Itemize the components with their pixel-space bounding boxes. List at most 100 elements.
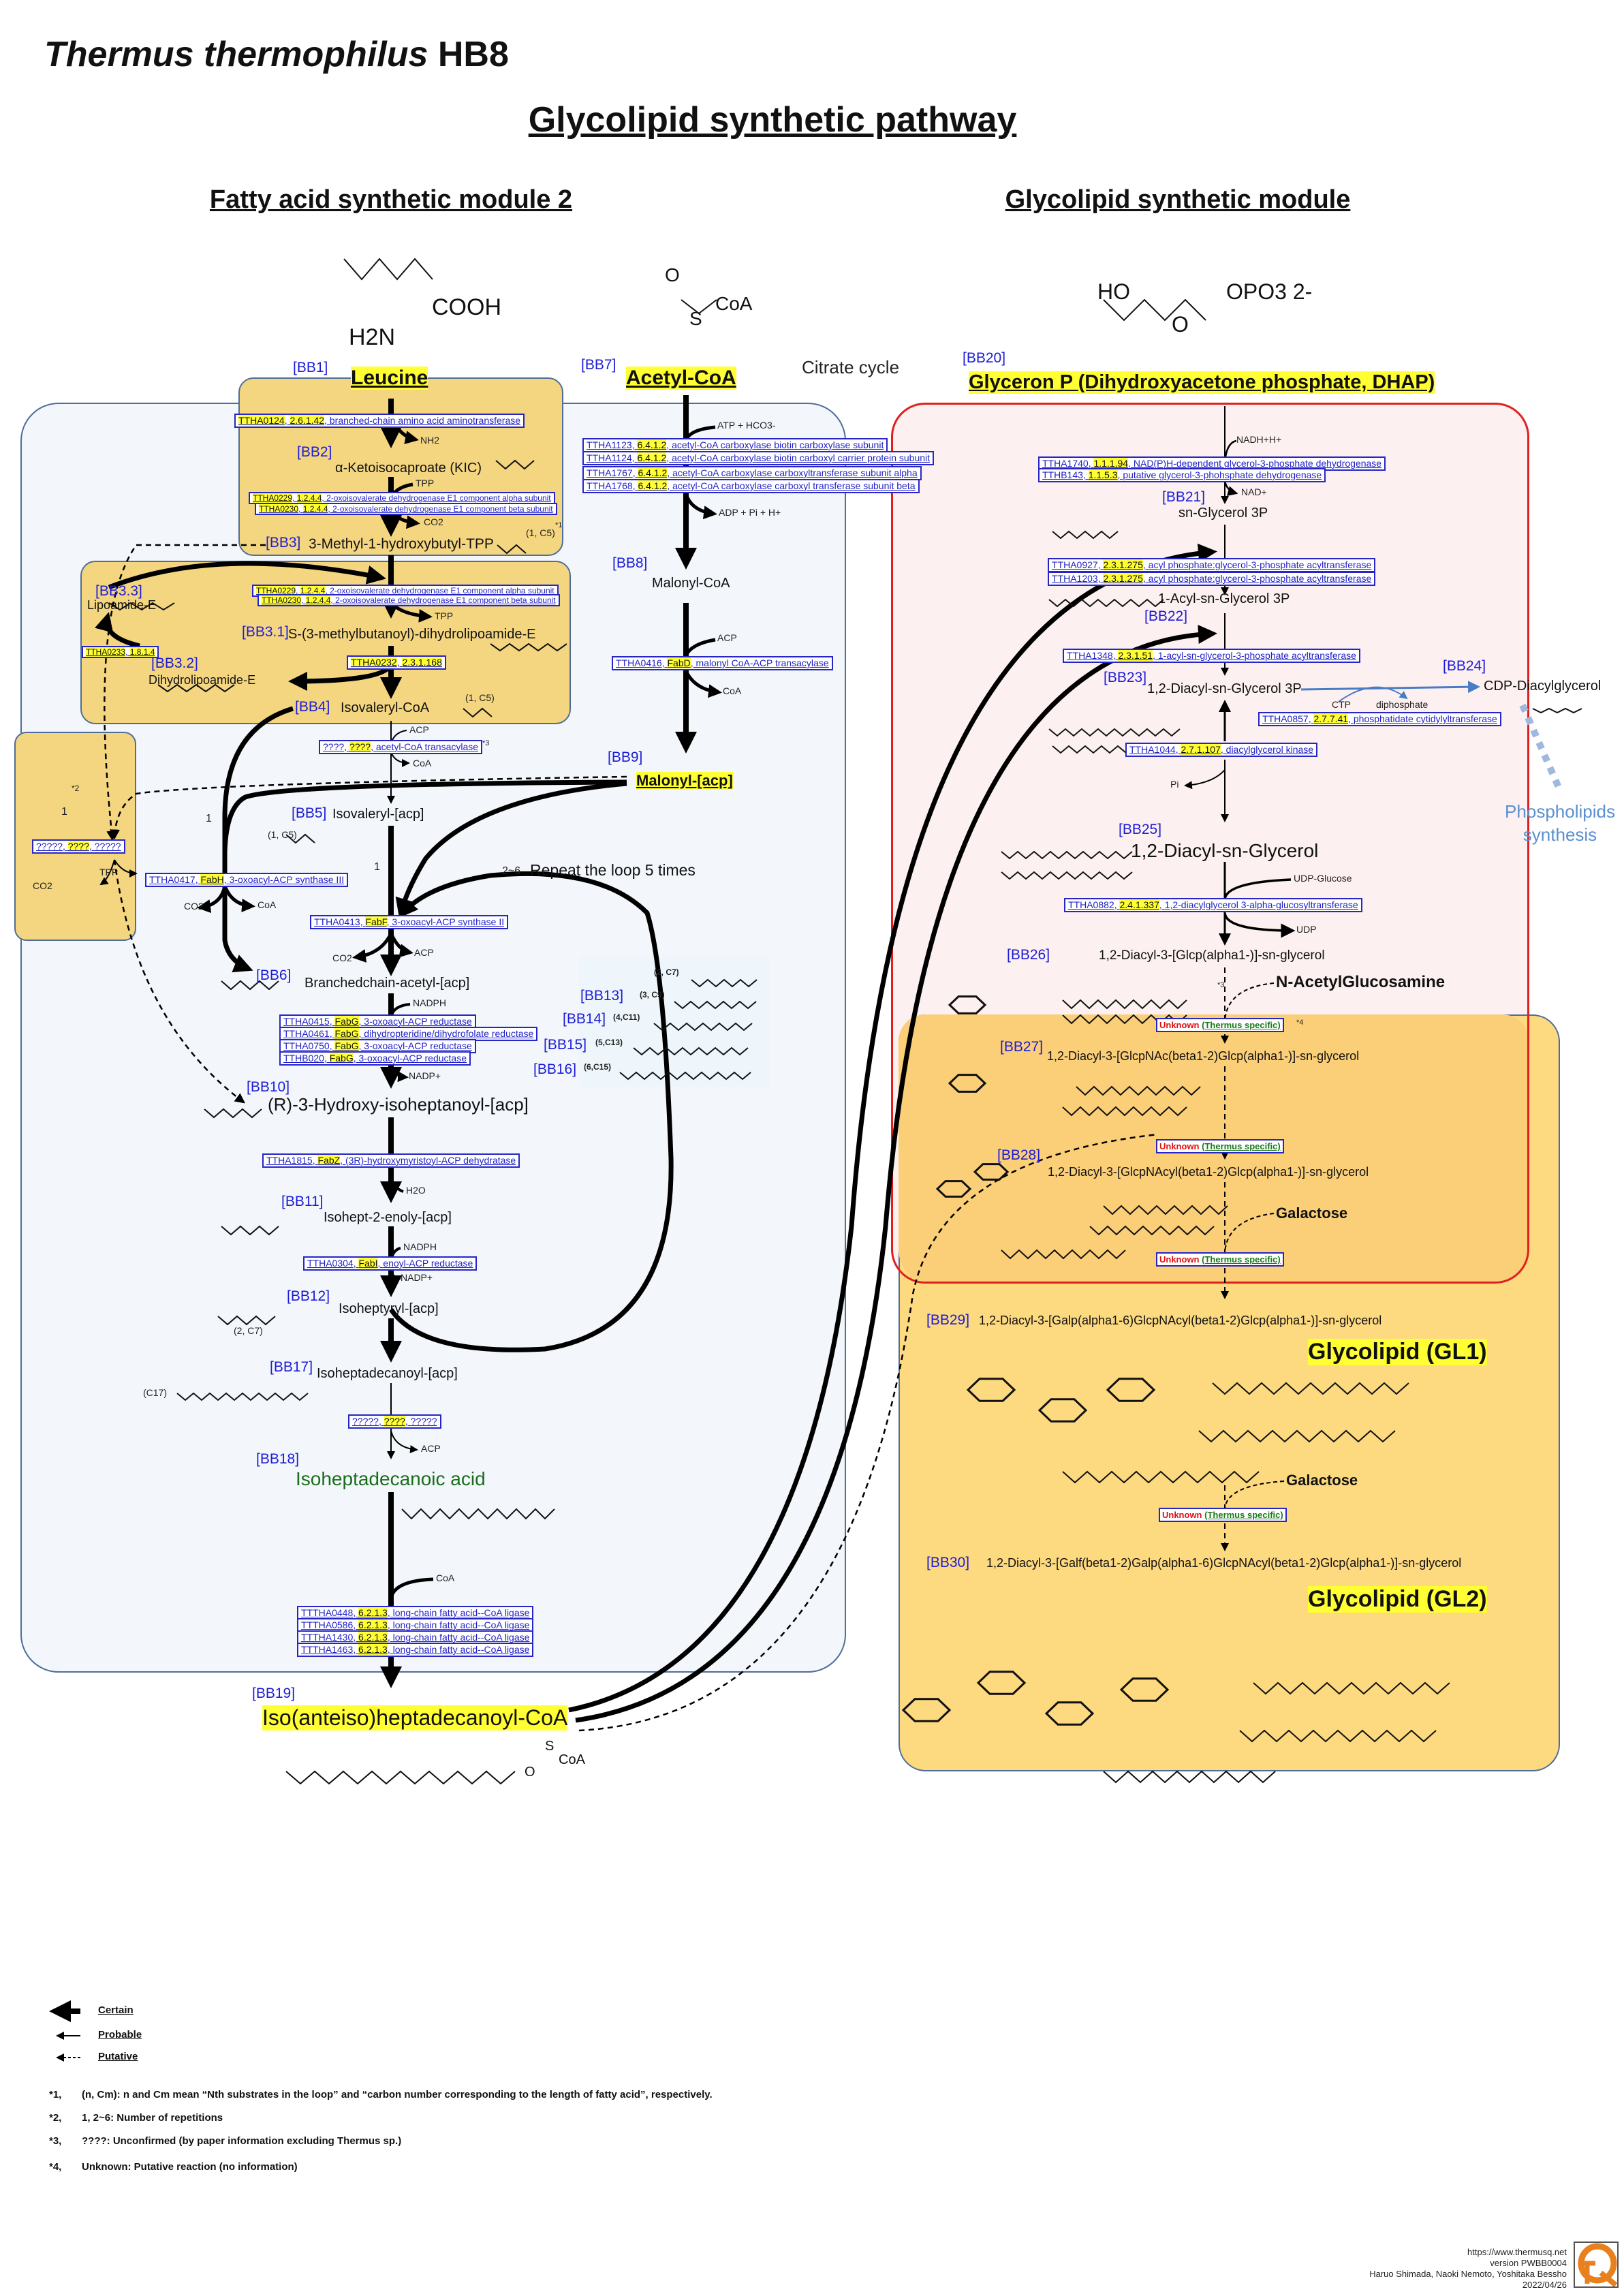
structure-chain-26 (1001, 871, 1133, 880)
separator: , (324, 1053, 330, 1064)
enzyme-a0927[interactable]: TTHA0927, 2.3.1.275, acyl phosphate:glyc… (1048, 558, 1376, 572)
node-id-bb10: [BB10] (247, 1079, 290, 1095)
enzyme-a0461[interactable]: TTHA0461, FabG, dihydropteridine/dihydro… (279, 1027, 538, 1041)
node-id-bb7: [BB7] (581, 357, 616, 373)
separator: , (378, 1416, 384, 1427)
reaction-arrow-36 (389, 1577, 434, 1598)
enzyme-a1767[interactable]: TTHA1767, 6.4.1.2, acetyl-CoA carboxylas… (582, 466, 922, 480)
enzyme-a1124[interactable]: TTHA1124, 6.4.1.2, acetyl-CoA carboxylas… (582, 451, 935, 465)
label-atp: ATP + HCO3- (717, 420, 776, 431)
structure-chain-4 (495, 459, 535, 470)
enzyme-a0124[interactable]: TTHA0124, 2.6.1.42, branched-chain amino… (234, 414, 525, 428)
enzyme-description: long-chain fatty acid--CoA ligase (392, 1644, 530, 1655)
separator: , (284, 415, 290, 426)
label-citrate: Citrate cycle (802, 357, 900, 377)
enzyme-act[interactable]: ????, ????, acetyl-CoA transacylase (319, 740, 483, 754)
enzyme-ec: ???? (384, 1416, 405, 1427)
enzyme-a0586[interactable]: TTTHA0586, 6.2.1.3, long-chain fatty aci… (297, 1618, 534, 1632)
label-co2d: CO2 (332, 952, 352, 963)
enzyme-description: phosphatidate cytidylyltransferase (1353, 713, 1497, 724)
reaction-arrow-45 (578, 1133, 1159, 1732)
enzyme-a1203[interactable]: TTHA1203, 2.3.1.275, acyl phosphate:glyc… (1048, 572, 1376, 586)
product-gl2: Glycolipid (GL2) (1308, 1586, 1487, 1613)
label-co2c: CO2 (184, 901, 204, 912)
enzyme-unk2[interactable]: ?????, ????, ????? (348, 1414, 441, 1429)
separator: , (632, 480, 638, 491)
organism-name: Thermus thermophilus (44, 35, 428, 74)
enzyme-a0882[interactable]: TTHA0882, 2.4.1.337, 1,2-diacylglycerol … (1064, 898, 1362, 912)
enzyme-gene: ????? (352, 1416, 379, 1427)
structure-chain-28 (1048, 598, 1164, 608)
node-id-bb22: [BB22] (1144, 608, 1188, 624)
reaction-arrow-70 (1338, 686, 1408, 702)
enzyme-a0413[interactable]: TTHA0413, FabF, 3-oxoacyl-ACP synthase I… (310, 915, 509, 929)
enzyme-a0230b[interactable]: TTHA0230, 1.2.4.4, 2-oxoisovalerate dehy… (257, 594, 560, 606)
enzyme-a0232[interactable]: TTHA0232, 2.3.1.168, (347, 655, 446, 670)
separator: , (125, 647, 130, 657)
enzyme-ec: FabZ (317, 1155, 341, 1166)
unknown-enzyme-4[interactable]: Unknown (Thermus specific) (1159, 1508, 1287, 1522)
enzyme-a0233[interactable]: TTHA0233, 1.8.1.4, (82, 646, 159, 658)
node-id-bb11: [BB11] (281, 1194, 324, 1209)
enzyme-a0304[interactable]: TTHA0304, FabI, enoyl-ACP reductase (303, 1256, 478, 1271)
structure-chain-32 (1076, 1085, 1201, 1096)
separator: , (329, 1016, 335, 1027)
node-id-bb14: [BB14] (563, 1011, 606, 1027)
structure-chain-49 (1103, 1770, 1276, 1784)
footnote-2: 1, 2~6: Number of repetitions (82, 2112, 223, 2124)
unknown-enzyme-1[interactable]: Unknown (Thermus specific) (1156, 1018, 1284, 1032)
enzyme-a1123[interactable]: TTHA1123, 6.4.1.2, acetyl-CoA carboxylas… (582, 438, 888, 452)
reaction-arrow-46 (104, 544, 266, 841)
enzyme-a0230a[interactable]: TTHA0230, 1.2.4.4, 2-oxoisovalerate dehy… (255, 503, 557, 515)
footnote-1: (n, Cm): n and Cm mean “Nth substrates i… (82, 2089, 713, 2100)
label-coa2: CoA (257, 899, 277, 910)
enzyme-a1768[interactable]: TTHA1768, 6.4.1.2, acetyl-CoA carboxylas… (582, 479, 920, 493)
sugar-ring-39 (935, 1180, 972, 1198)
separator: , (353, 1644, 359, 1655)
enzyme-ec: FabH (200, 874, 224, 885)
separator: , (1153, 650, 1158, 661)
enzyme-ec: FabG (329, 1053, 354, 1064)
enzyme-gene: TTHA0415 (283, 1016, 330, 1027)
enzyme-ec: 2.3.1.275 (1103, 559, 1143, 570)
enzyme-b020[interactable]: TTHB020, FabG, 3-oxoacyl-ACP reductase (279, 1051, 471, 1066)
enzyme-a0416[interactable]: TTHA0416, FabD, malonyl CoA-ACP transacy… (612, 656, 833, 670)
label-star3a: *3 (482, 739, 490, 747)
unknown-enzyme-2[interactable]: Unknown (Thermus specific) (1156, 1139, 1284, 1153)
node-name-bb22: 1-Acyl-sn-Glycerol 3P (1158, 591, 1290, 606)
unknown-enzyme-3[interactable]: Unknown (Thermus specific) (1156, 1252, 1284, 1267)
separator: , (353, 1619, 359, 1630)
separator: , (387, 1619, 393, 1630)
label-udp: UDP (1296, 924, 1317, 935)
unknown-label: Unknown (1159, 1141, 1200, 1151)
enzyme-a1740[interactable]: TTHA1740, 1.1.1.94, NAD(P)H-dependent gl… (1038, 456, 1386, 471)
enzyme-a0417[interactable]: TTHA0417, FabH, 3-oxoacyl-ACP synthase I… (145, 873, 349, 887)
reaction-arrow-28 (352, 932, 393, 963)
page-title: Glycolipid synthetic pathway (528, 100, 1017, 140)
legend-probable: Probable (98, 2029, 142, 2041)
reaction-arrow-38 (684, 425, 716, 441)
enzyme-a1815[interactable]: TTHA1815, FabZ, (3R)-hydroxymyristoyl-AC… (262, 1153, 520, 1168)
node-id-bb8: [BB8] (612, 555, 648, 571)
structure-chain-33 (1062, 1106, 1187, 1117)
reaction-arrow-26 (395, 781, 627, 918)
reaction-arrow-41 (684, 638, 716, 657)
enzyme-a1044[interactable]: TTHA1044, 2.7.1.107, diacylglycerol kina… (1125, 743, 1318, 757)
sugar-ring-37 (948, 995, 987, 1014)
enzyme-gene: TTHA1044 (1129, 744, 1176, 755)
enzyme-b143[interactable]: TTHB143, 1.1.5.3, putative glycerol-3-ph… (1038, 468, 1326, 482)
node-name-bb28: 1,2-Diacyl-3-[GlcpNAcyl(beta1-2)Glcp(alp… (1048, 1165, 1369, 1179)
enzyme-gene: TTHA0927 (1052, 559, 1098, 570)
footer-url[interactable]: https://www.thermusq.net (1467, 2247, 1567, 2257)
structure-chain-22 (285, 1770, 516, 1785)
enzyme-unk1[interactable]: ?????, ????, ????? (32, 839, 125, 854)
enzyme-gene: TTHA0416 (616, 657, 662, 668)
node-name-bb24: CDP-Diacylglycerol (1484, 679, 1602, 694)
enzyme-description: putative glycerol-3-phohsphate dehydroge… (1123, 469, 1322, 480)
label-ctp: CTP (1332, 699, 1351, 710)
enzyme-a0857[interactable]: TTHA0857, 2.7.7.41, phosphatidate cytidy… (1258, 712, 1501, 726)
enzyme-a1463[interactable]: TTTHA1463, 6.2.1.3, long-chain fatty aci… (297, 1643, 534, 1657)
enzyme-a1348[interactable]: TTHA1348, 2.3.1.51, 1-acyl-sn-glycerol-3… (1063, 649, 1360, 663)
node-id-bb18: [BB18] (256, 1451, 300, 1467)
glycerolipid-panel-border (891, 403, 1529, 1284)
